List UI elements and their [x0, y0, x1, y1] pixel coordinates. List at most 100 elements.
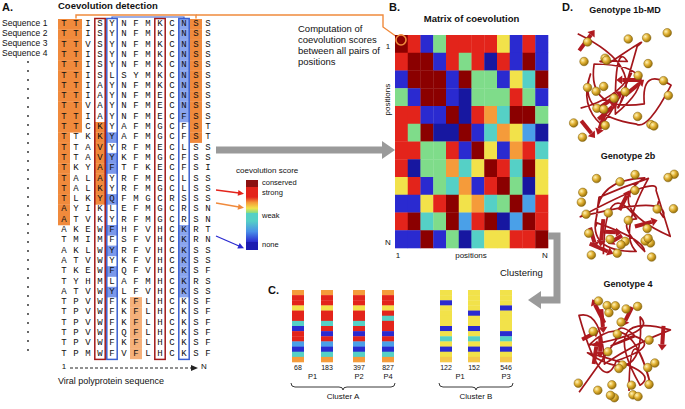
matrix-cell	[459, 159, 472, 177]
cluster-column-segment	[321, 321, 333, 326]
ellipsis-dot	[27, 295, 29, 297]
axis-label: positions	[383, 84, 392, 116]
ellipsis-dot	[27, 223, 29, 225]
residue-sphere	[611, 302, 620, 311]
beta-strand	[605, 230, 616, 234]
matrix-cell	[446, 142, 459, 160]
cluster-column-segment	[440, 300, 452, 305]
matrix-cell	[395, 71, 408, 89]
score-leader	[216, 203, 239, 207]
cluster-column-segment	[468, 336, 480, 341]
residue-sphere	[669, 204, 678, 213]
strand-head	[598, 327, 607, 333]
cluster-column-segment	[353, 311, 365, 316]
text-label: Viral polyprotein sequence	[58, 376, 164, 386]
cluster-column-segment	[440, 326, 452, 331]
cluster-column-segment	[353, 290, 365, 295]
matrix-cell	[446, 159, 459, 177]
sequence-row: TTISYNFMKCNSS	[61, 60, 217, 70]
ellipsis-dot	[27, 115, 29, 117]
cluster-column-segment	[382, 290, 394, 295]
cluster-column-segment	[500, 300, 512, 305]
cluster-column-segment	[321, 326, 333, 331]
matrix-panel: Matrix of coevolution	[395, 14, 548, 248]
sequence-row: AKEWFHFVHCKRT	[61, 225, 217, 235]
position-number: 827	[382, 364, 394, 372]
sequence-row: TLKYQFMGCRSSS	[61, 194, 217, 204]
cluster-column-segment	[353, 300, 365, 305]
axis-label: 1	[396, 251, 400, 260]
cluster-column-segment	[500, 357, 512, 362]
alignment-panel: Coevolution detection	[58, 1, 214, 360]
matrix-cell	[510, 35, 523, 53]
protein-coil	[580, 178, 670, 255]
matrix-cell	[497, 177, 510, 195]
panel-title: Matrix of coevolution	[424, 14, 520, 25]
matrix-cell	[535, 35, 548, 53]
ellipsis-dot	[27, 106, 29, 108]
cluster-column-segment	[468, 290, 480, 295]
matrix-cell	[433, 159, 446, 177]
cluster-column-segment	[321, 341, 333, 346]
matrix-cell	[510, 71, 523, 89]
matrix-cell	[459, 106, 472, 124]
matrix-cell	[446, 195, 459, 213]
matrix-cell	[523, 195, 536, 213]
matrix-cell	[484, 159, 497, 177]
residue-sphere	[642, 33, 651, 42]
matrix-cell	[433, 106, 446, 124]
matrix-cell	[395, 142, 408, 160]
cluster-column-segment	[500, 295, 512, 300]
residue-sphere	[659, 76, 668, 85]
residue-sphere	[624, 216, 633, 225]
legend-label: conserved	[262, 179, 297, 188]
protein-label: P1	[308, 373, 317, 382]
cluster-column-segment	[292, 347, 304, 352]
matrix-cell	[459, 88, 472, 106]
ellipsis-dot	[27, 97, 29, 99]
cluster-column-segment	[440, 336, 452, 341]
sequence-row: TTISYNFMKCNSS	[61, 50, 217, 60]
residue-sphere	[631, 170, 640, 179]
sequence-row: TPVWFQFLHCKSF	[61, 328, 217, 338]
matrix-cell	[510, 177, 523, 195]
text-label: N	[201, 362, 207, 371]
sequence-row: TTAVYRFMECLSS	[61, 143, 217, 153]
matrix-cell	[510, 53, 523, 71]
strand-head	[616, 75, 622, 84]
sequence-row: TPVWFKFLHCKSF	[61, 297, 217, 307]
ellipsis-dot	[27, 142, 29, 144]
strand-head	[596, 352, 605, 358]
cluster-column-segment	[440, 321, 452, 326]
score-leader	[216, 190, 239, 193]
residue-sphere	[592, 174, 601, 183]
ellipsis-dot	[27, 169, 29, 171]
cluster-column-segment	[292, 305, 304, 310]
sequence-row: TTKKYAFMGCFST	[61, 132, 217, 142]
matrix-cell	[510, 142, 523, 160]
strand-head	[587, 30, 594, 37]
beta-strand	[590, 244, 608, 252]
ellipsis-dot	[27, 214, 29, 216]
cluster-column-segment	[382, 316, 394, 321]
matrix-cell	[421, 195, 434, 213]
ellipsis-dot	[27, 277, 29, 279]
sequence-row: TTCKYAFMGCFST	[61, 122, 217, 132]
sequence-row: TTIAYNFMECFSS	[61, 112, 217, 122]
pair-bracket	[112, 17, 184, 19]
ellipsis-dot	[27, 133, 29, 135]
cluster-column-segment	[440, 305, 452, 310]
matrix-cell	[421, 71, 434, 89]
cluster-column-segment	[292, 357, 304, 362]
matrix-cell	[446, 124, 459, 142]
matrix-cell	[446, 71, 459, 89]
matrix-cell	[472, 88, 485, 106]
cluster-column-segment	[468, 357, 480, 362]
cluster-column-segment	[468, 326, 480, 331]
matrix-cell	[472, 124, 485, 142]
genotype-title: Genotype 2b	[601, 151, 656, 161]
cluster-column-segment	[353, 305, 365, 310]
ellipsis-dot	[27, 313, 29, 315]
edge-label: Computation of coevolution scores betwee…	[298, 24, 390, 68]
strand-head	[623, 190, 631, 197]
